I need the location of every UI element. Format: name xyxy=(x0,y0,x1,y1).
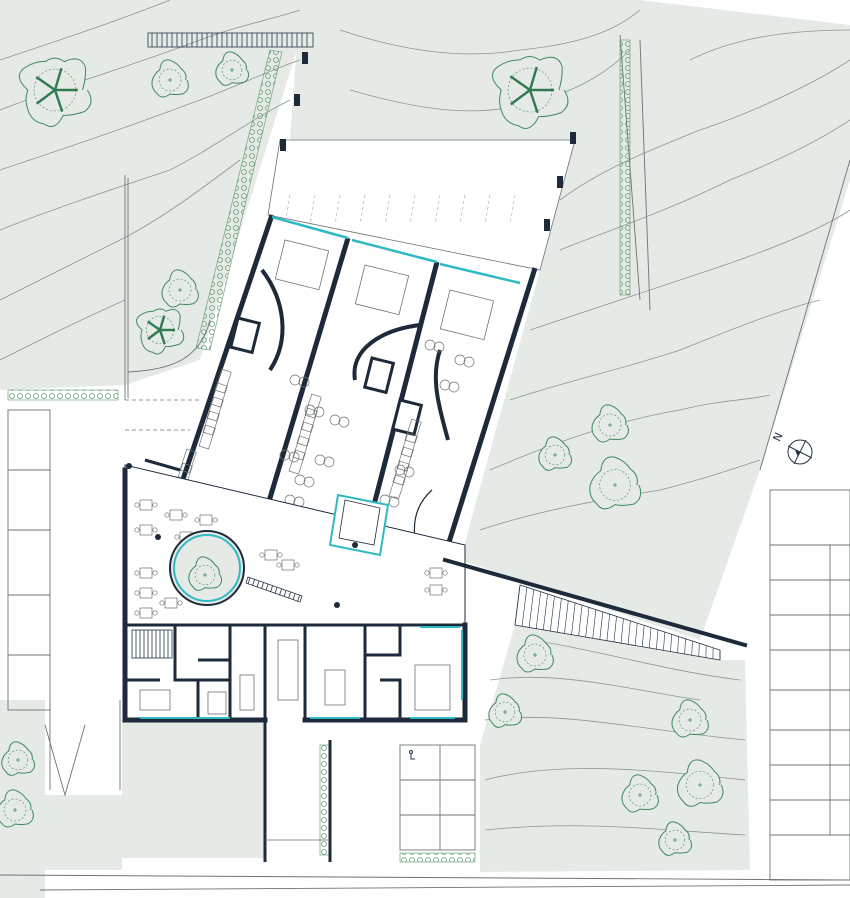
parking-east xyxy=(399,489,850,881)
hall-stair xyxy=(245,576,303,603)
service-stair xyxy=(131,629,173,659)
hedges xyxy=(7,39,631,863)
curved-path-west xyxy=(127,319,211,373)
entrance-stair-north xyxy=(147,32,314,48)
exterior-walls xyxy=(122,467,748,723)
terrain-contours xyxy=(0,0,850,836)
hall-tables xyxy=(134,499,448,619)
service-block-floor xyxy=(125,625,465,720)
road-lines xyxy=(0,34,850,891)
columns xyxy=(126,463,358,608)
service-furniture xyxy=(139,639,451,715)
compass-north-icon xyxy=(787,439,813,465)
trees xyxy=(0,51,724,856)
entry-connector xyxy=(328,493,390,557)
landscape-southwest-lawn xyxy=(122,720,265,858)
parking-west xyxy=(7,409,121,797)
wheelchair-icon xyxy=(409,750,415,760)
south-corridor xyxy=(263,720,332,862)
exterior-ramp xyxy=(514,584,721,661)
landscape-southeast xyxy=(480,625,750,872)
service-partitions xyxy=(125,625,402,720)
landscape-north xyxy=(290,0,850,640)
service-glazing xyxy=(140,626,463,719)
